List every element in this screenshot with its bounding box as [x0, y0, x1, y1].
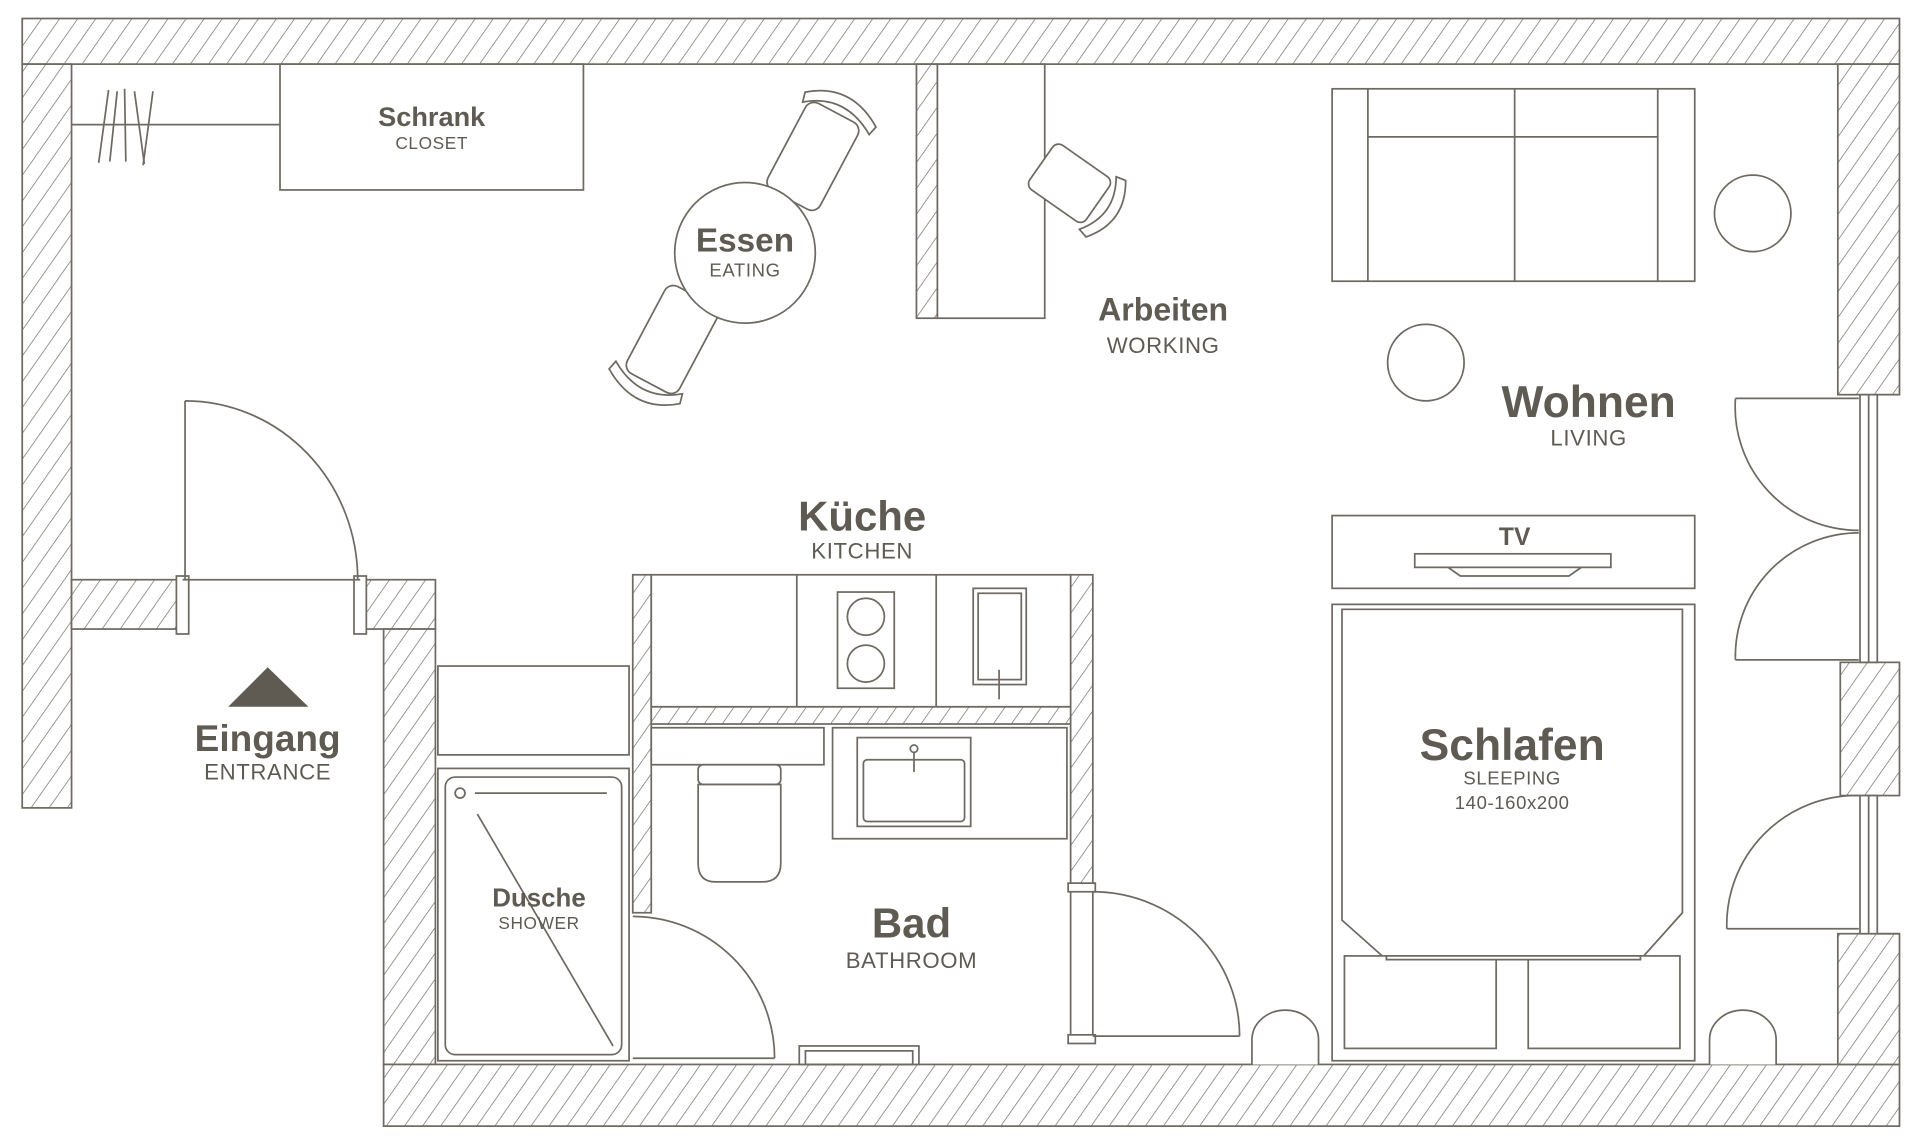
bed: Schlafen SLEEPING 140-160x200	[1331, 603, 1696, 1062]
side-table	[1713, 174, 1792, 253]
dining-table	[673, 181, 817, 325]
floor-vent	[798, 1045, 920, 1066]
entrance-door[interactable]	[175, 399, 368, 635]
bed-size: 140-160x200	[1455, 792, 1570, 813]
shower-subtitle: SHOWER	[498, 913, 579, 933]
bathroom-subtitle: BATHROOM	[846, 948, 977, 973]
eating-subtitle: EATING	[709, 259, 780, 280]
shower-room-door[interactable]	[632, 915, 776, 1060]
living-subtitle: LIVING	[1550, 425, 1626, 450]
kitchen-subtitle: KITCHEN	[811, 539, 913, 564]
sleeping-title: Schlafen	[1420, 721, 1605, 770]
shower-title: Dusche	[492, 885, 586, 913]
kitchen-counter	[650, 573, 1072, 708]
working-subtitle: WORKING	[1107, 333, 1220, 358]
entrance-subtitle: ENTRANCE	[204, 760, 331, 785]
walls	[21, 17, 1901, 1127]
shower: Dusche SHOWER	[437, 665, 630, 1062]
toilet-icon	[697, 763, 782, 883]
kitchen-title: Küche	[798, 492, 926, 539]
eating-title: Essen	[696, 223, 794, 260]
living-window-door-2[interactable]	[1725, 794, 1859, 930]
chair-icon	[766, 89, 878, 212]
living-window-door-1[interactable]	[1734, 397, 1859, 661]
closet-subtitle: CLOSET	[395, 133, 468, 153]
sofa	[1331, 87, 1696, 283]
dining-set: Essen EATING	[608, 89, 878, 406]
coffee-table	[1386, 323, 1465, 402]
windows	[1859, 393, 1900, 935]
tv-label: TV	[1499, 524, 1531, 551]
washbasin-icon	[856, 736, 972, 828]
desk: Arbeiten WORKING	[936, 63, 1228, 358]
closet-title: Schrank	[378, 101, 486, 132]
living-title: Wohnen	[1502, 378, 1676, 427]
hangers-icon	[97, 88, 154, 166]
working-title: Arbeiten	[1098, 292, 1228, 328]
entrance-title: Eingang	[195, 718, 341, 759]
chair-icon	[1027, 143, 1127, 239]
closet: Schrank CLOSET	[71, 63, 585, 191]
tv-stand: TV	[1331, 514, 1696, 590]
bathroom-title: Bad	[872, 899, 951, 946]
bathroom-door[interactable]	[1067, 882, 1241, 1045]
sleeping-subtitle: SLEEPING	[1463, 767, 1560, 788]
nightstand-left	[1251, 1009, 1320, 1065]
kitchen-sink-icon	[972, 587, 1028, 700]
bathroom-fixtures: Bad BATHROOM	[650, 726, 1068, 1066]
entrance-arrow-icon	[228, 667, 309, 707]
stove-icon	[836, 591, 896, 690]
nightstand-right	[1708, 1009, 1778, 1065]
chair-icon	[608, 284, 719, 406]
